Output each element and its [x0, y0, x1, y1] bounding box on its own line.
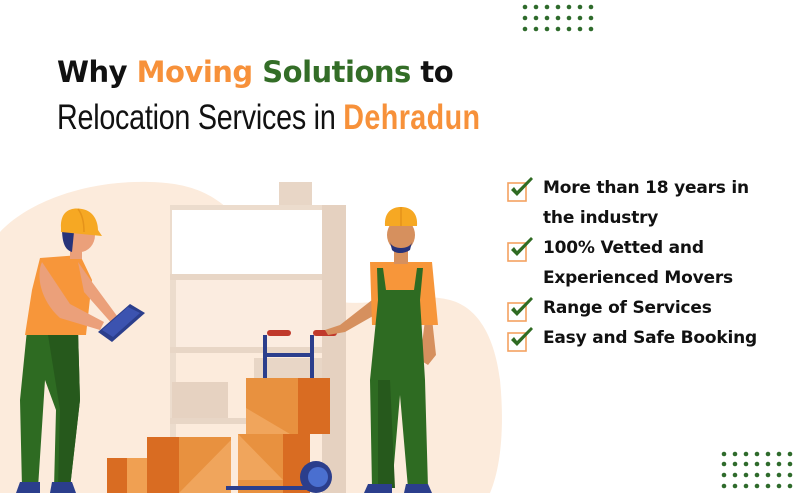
- cardboard-boxes-icon: [107, 378, 330, 493]
- title-line-1: Why Moving Solutions to: [57, 52, 573, 92]
- checkbox-check-icon: [507, 237, 533, 262]
- checkbox-check-icon: [507, 297, 533, 322]
- dot-grid-bottom-decoration: [721, 451, 793, 489]
- title-text: Relocation Services in: [57, 98, 344, 137]
- title-space: [253, 55, 263, 89]
- title-text: to: [410, 55, 454, 89]
- worker-with-overalls-icon: [325, 207, 438, 493]
- feature-text: 100% Vetted and: [543, 238, 704, 258]
- dot-grid-top-decoration: [522, 4, 594, 32]
- worker-with-clipboard-icon: [16, 208, 145, 493]
- feature-text: Range of Services: [543, 298, 712, 318]
- feature-text: More than 18 years in: [543, 178, 749, 198]
- hand-truck-icon: [226, 330, 337, 493]
- feature-text: the industry: [543, 208, 659, 228]
- title-line-2: Relocation Services in Dehradun: [57, 96, 481, 140]
- page-title: Why Moving Solutions to Relocation Servi…: [57, 52, 573, 140]
- feature-item: Easy and Safe Booking: [507, 323, 797, 353]
- features-list: More than 18 years in the industry 100% …: [507, 173, 797, 353]
- feature-text: Easy and Safe Booking: [543, 328, 757, 348]
- title-highlight-moving: Moving: [136, 55, 254, 89]
- title-text: Why: [57, 55, 137, 89]
- feature-item: Range of Services: [507, 293, 797, 323]
- title-highlight-dehradun: Dehradun: [343, 98, 481, 137]
- feature-item: More than 18 years in the industry: [507, 173, 797, 233]
- checkbox-check-icon: [507, 177, 533, 202]
- feature-item: 100% Vetted and Experienced Movers: [507, 233, 797, 293]
- title-highlight-solutions: Solutions: [262, 55, 411, 89]
- checkbox-check-icon: [507, 327, 533, 352]
- feature-text: Experienced Movers: [543, 268, 733, 288]
